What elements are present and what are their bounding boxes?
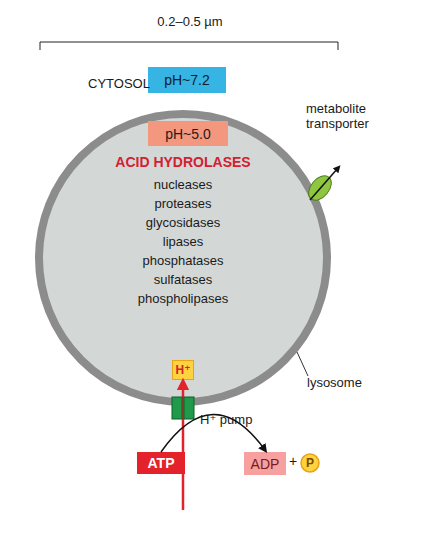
part-label: lysosome [307,375,367,390]
enzyme-item: lipases [35,234,331,249]
node-label: ADP [244,452,286,475]
atp-box: ATP [137,452,185,474]
node-label: P [300,453,320,473]
part-label: H⁺ pump [200,412,270,427]
enzyme-item: proteases [35,196,331,211]
adp-box: ADP [244,452,286,475]
enzyme-item: phospholipases [35,291,331,306]
enzyme-item: glycosidases [35,215,331,230]
node-label: pH~7.2 [148,67,226,93]
dimension-label: 0.2–0.5 µm [140,14,240,29]
node-label: pH~5.0 [148,121,228,146]
size-bracket [40,42,338,50]
enzyme-item: sulfatases [35,272,331,287]
part-label: metabolite transporter [306,101,392,131]
proton-pump-symbol [172,397,194,419]
reaction-arrow [161,414,265,452]
phosphate-circle: P [300,453,320,473]
proton-flow-arrow [182,384,185,510]
enzyme-item: phosphatases [35,253,331,268]
section-heading: ACID HYDROLASES [35,154,331,170]
proton-box: H⁺ [172,360,194,380]
node-label: ATP [137,452,185,474]
enzyme-item: nucleases [35,177,331,192]
node-label: H⁺ [173,361,193,379]
ph-box: pH~7.2 [148,67,226,93]
region-label: CYTOSOL [88,76,168,91]
operator-label: + [289,454,299,469]
ph-box: pH~5.0 [148,121,228,146]
lysosome-circle: ACID HYDROLASES nucleases proteases glycosi… [35,110,331,406]
transporter-symbol [304,168,338,205]
leader-line [297,352,308,376]
